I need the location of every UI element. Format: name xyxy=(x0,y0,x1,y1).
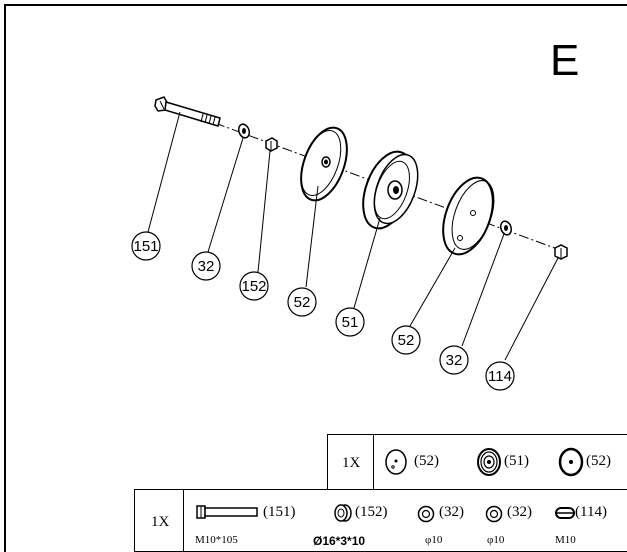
nut-icon xyxy=(555,507,575,519)
grooved-pulley-icon xyxy=(477,448,501,476)
part-spec: M10 xyxy=(555,534,576,546)
part-spec: φ10 xyxy=(487,534,505,546)
sleeve-part xyxy=(265,137,278,152)
pulley-plate-icon xyxy=(385,449,407,475)
part-label: (151) xyxy=(263,504,296,520)
sleeve-icon xyxy=(334,504,352,522)
parts-table-bottom: 1X (151) M10*105 (152) Ø16*3*10 (32) φ10… xyxy=(134,489,627,552)
part-spec: φ10 xyxy=(425,534,443,546)
svg-text:32: 32 xyxy=(446,352,463,369)
part-label: (32) xyxy=(439,504,464,520)
callout-52: 52 xyxy=(287,287,317,317)
callout-152: 152 xyxy=(239,271,269,301)
drawing-frame xyxy=(4,4,627,552)
washer-part xyxy=(237,123,251,139)
callout-114: 114 xyxy=(485,361,515,391)
svg-text:52: 52 xyxy=(398,332,415,349)
part-label: (32) xyxy=(507,504,532,520)
quantity-label: 1X xyxy=(342,455,361,471)
part-label: (114) xyxy=(575,504,607,520)
part-spec: Ø16*3*10 xyxy=(313,534,366,548)
washer-part xyxy=(499,220,513,236)
svg-text:152: 152 xyxy=(241,278,266,295)
grooved-pulley-part xyxy=(362,150,419,230)
pulley-plate-icon xyxy=(558,447,584,477)
svg-text:52: 52 xyxy=(294,294,311,311)
part-spec: M10*105 xyxy=(195,534,238,546)
callout-151: 151 xyxy=(131,231,161,261)
part-label: (152) xyxy=(355,504,388,520)
part-label: (51) xyxy=(504,453,529,469)
leader-lines xyxy=(147,111,559,361)
bolt-part xyxy=(154,96,221,127)
svg-text:151: 151 xyxy=(133,238,158,255)
washer-icon xyxy=(417,505,435,523)
quantity-label: 1X xyxy=(151,514,170,530)
svg-text:51: 51 xyxy=(342,314,359,331)
pulley-plate-part xyxy=(300,126,348,202)
callout-51: 51 xyxy=(335,307,365,337)
section-letter: E xyxy=(550,36,580,85)
callout-52: 52 xyxy=(391,325,421,355)
svg-text:32: 32 xyxy=(198,258,215,275)
callout-32: 32 xyxy=(439,345,469,375)
callout-32: 32 xyxy=(191,251,221,281)
washer-icon xyxy=(485,505,503,523)
nut-part xyxy=(554,244,568,260)
bolt-icon xyxy=(196,505,258,519)
part-label: (52) xyxy=(586,453,611,469)
part-label: (52) xyxy=(414,453,439,469)
pulley-plate-part xyxy=(442,176,495,256)
svg-text:114: 114 xyxy=(488,368,512,385)
parts-table-top: 1X (52) (51) (52) xyxy=(327,434,627,490)
